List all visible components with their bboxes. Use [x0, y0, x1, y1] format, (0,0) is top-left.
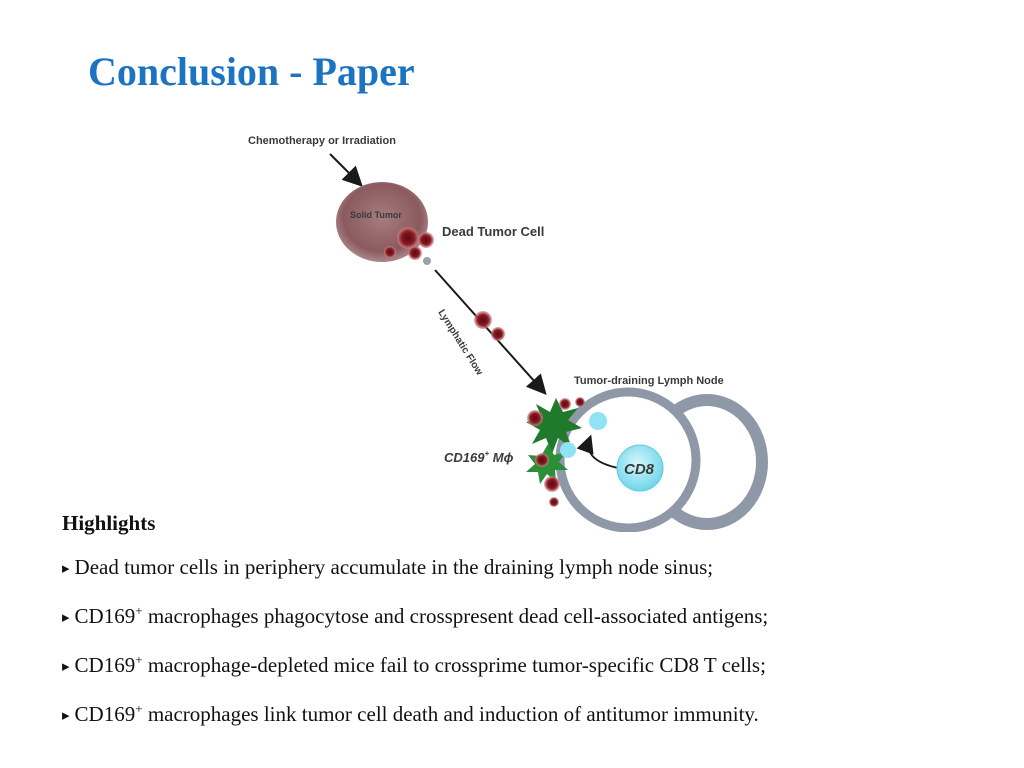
t-cell-small	[560, 442, 576, 458]
dead-cell	[575, 397, 585, 407]
lymph-node-label: Tumor-draining Lymph Node	[574, 375, 724, 387]
solid-tumor-label: Solid Tumor	[350, 210, 402, 220]
chemo-label: Chemotherapy or Irradiation	[248, 135, 396, 147]
debris-particle	[423, 257, 431, 265]
lymphatic-flow-arrow	[434, 269, 547, 395]
slide-title: Conclusion - Paper	[88, 49, 415, 94]
dead-cell	[384, 246, 396, 258]
highlight-item: ▸CD169+ macrophages phagocytose and cros…	[62, 603, 769, 628]
dead-cell	[418, 232, 434, 248]
dead-cell	[559, 398, 571, 410]
dead-cell	[527, 410, 543, 426]
cd8-label: CD8	[624, 461, 655, 478]
highlight-item: ▸CD169+ macrophage-depleted mice fail to…	[62, 652, 766, 677]
t-cell-small	[589, 412, 607, 430]
mechanism-diagram: Chemotherapy or Irradiation Solid Tumor …	[230, 122, 790, 532]
dead-cell	[549, 497, 559, 507]
cd169-macrophage-label: CD169+ Mϕ	[444, 449, 514, 465]
chemo-arrow	[329, 153, 363, 187]
cd8-interaction-arrow	[576, 434, 619, 469]
cd8-t-cell	[616, 444, 664, 492]
highlight-item: ▸Dead tumor cells in periphery accumulat…	[62, 555, 714, 579]
highlights-section: Highlights ▸Dead tumor cells in peripher…	[62, 508, 1002, 748]
bullet-triangle-icon: ▸	[62, 561, 70, 577]
dead-cell	[544, 476, 560, 492]
dead-cell	[397, 227, 419, 249]
dead-cell	[535, 453, 549, 467]
bullet-triangle-icon: ▸	[62, 708, 70, 724]
dead-cell	[491, 327, 505, 341]
highlight-item: ▸CD169+ macrophages link tumor cell deat…	[62, 701, 759, 726]
dead-cell	[474, 311, 492, 329]
bullet-triangle-icon: ▸	[62, 610, 70, 626]
dead-tumor-cell-label: Dead Tumor Cell	[442, 224, 544, 239]
highlights-heading: Highlights	[62, 511, 156, 535]
dead-cell	[408, 246, 422, 260]
bullet-triangle-icon: ▸	[62, 659, 70, 675]
